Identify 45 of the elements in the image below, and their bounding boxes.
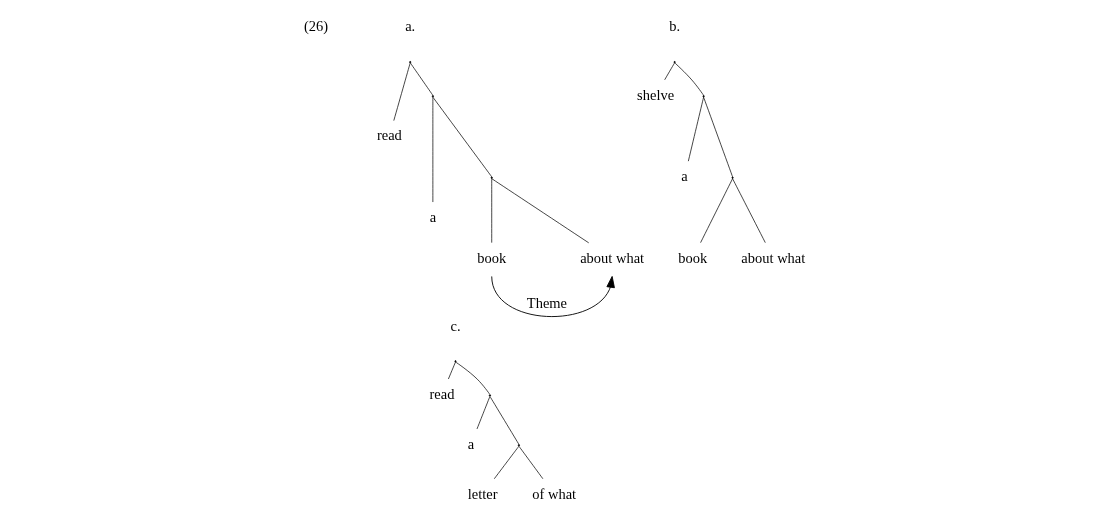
connector [699,178,733,243]
connector [454,361,490,395]
node-point [702,95,705,98]
connector [702,96,733,178]
connector [663,62,675,81]
node-text: shelve [636,86,674,103]
connector [476,396,490,430]
node-point [673,61,676,64]
connector [687,96,704,162]
node-text: a [467,435,474,452]
node-text: about what [579,249,644,266]
connector [489,396,519,445]
node-text: book [677,249,707,266]
connector [490,178,492,243]
label: b. [668,18,680,35]
node-point [408,61,411,64]
connector [490,178,589,244]
connector [493,445,519,480]
connector [447,361,456,380]
node-text: letter [467,485,498,502]
node-point [431,95,434,98]
node-text: a [429,208,436,225]
edge-label: Theme [526,294,567,311]
label: (26) [303,18,328,35]
connector [731,178,766,243]
connector [409,62,433,96]
node-text: read [428,385,454,402]
arrow [490,276,615,317]
node-text: read [376,127,402,144]
connector [432,96,433,203]
node-point [730,176,734,179]
connector [518,445,543,480]
connector [392,62,411,121]
node-text: a [680,168,688,185]
node-text: of what [531,485,576,502]
connector [432,96,492,178]
node-point [490,176,493,179]
node-text: about what [740,249,805,266]
node-point [517,444,520,447]
node-point [488,394,491,397]
node-text: book [476,249,506,266]
node-point [453,360,457,363]
label: a. [404,18,415,35]
connector [673,62,704,96]
label: c. [449,317,461,334]
